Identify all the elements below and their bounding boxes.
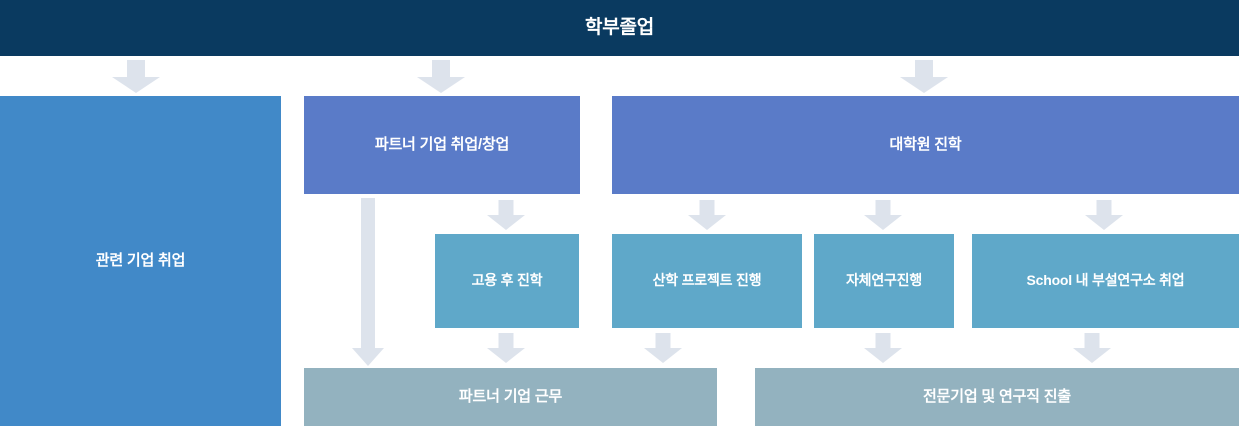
- arrow-graduate-school-to-own-research: [864, 200, 902, 230]
- node-partner-company-work: 파트너 기업 근무: [304, 368, 717, 426]
- arrow-root-to-partner-company: [417, 60, 465, 93]
- node-graduation-header: 학부졸업: [0, 0, 1239, 56]
- arrow-root-to-graduate-school: [900, 60, 948, 93]
- node-graduate-school-admission: 대학원 진학: [612, 96, 1239, 194]
- arrow-own-research-to-specialized-career: [864, 333, 902, 363]
- arrow-partner-company-to-partner-work: [352, 198, 384, 366]
- arrow-graduate-school-to-school-institute: [1085, 200, 1123, 230]
- node-own-research: 자체연구진행: [814, 234, 954, 328]
- node-specialized-research-career: 전문기업 및 연구직 진출: [755, 368, 1239, 426]
- arrow-industry-project-to-partner-work: [644, 333, 682, 363]
- arrow-root-to-related-company: [112, 60, 160, 93]
- arrow-partner-company-to-employ-then-study: [487, 200, 525, 230]
- arrow-employ-then-study-to-partner-work: [487, 333, 525, 363]
- node-related-company-employment: 관련 기업 취업: [0, 96, 281, 426]
- arrow-school-institute-to-specialized-career: [1073, 333, 1111, 363]
- node-school-affiliated-institute-employment: School 내 부설연구소 취업: [972, 234, 1239, 328]
- node-employ-then-study: 고용 후 진학: [435, 234, 579, 328]
- arrow-graduate-school-to-industry-project: [688, 200, 726, 230]
- node-industry-academic-project: 산학 프로젝트 진행: [612, 234, 802, 328]
- node-partner-company-employment-startup: 파트너 기업 취업/창업: [304, 96, 580, 194]
